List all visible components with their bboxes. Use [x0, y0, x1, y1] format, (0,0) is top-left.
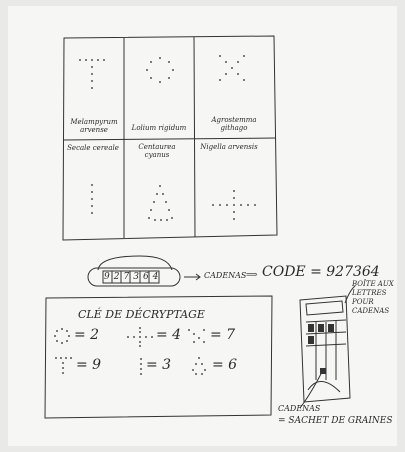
padlock-note-body: = SACHET DE GRAINES	[278, 416, 393, 426]
padlock-note-title: CADENAS	[278, 404, 320, 413]
letterbox-note: BOÎTE AUX LETTRES POUR CADENAS	[352, 280, 396, 316]
